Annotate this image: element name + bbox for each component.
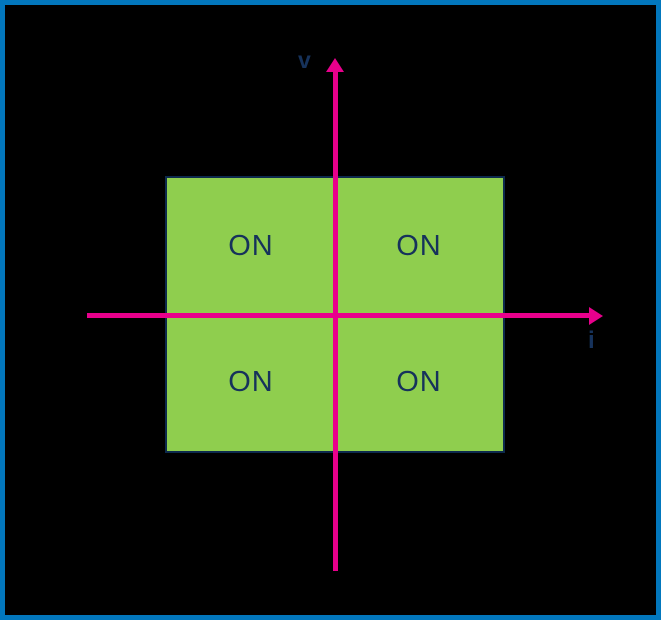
- vertical-axis: [333, 71, 338, 571]
- horizontal-axis: [87, 313, 589, 318]
- quadrant-top-left: ON: [167, 178, 335, 315]
- vertical-axis-label: v: [298, 47, 311, 73]
- horizontal-axis-label: i: [588, 327, 595, 354]
- quadrant-bottom-right: ON: [335, 315, 503, 452]
- quadrant-top-right: ON: [335, 178, 503, 315]
- up-arrowhead-icon: [326, 58, 344, 72]
- quadrant-label: ON: [396, 366, 442, 399]
- right-arrowhead-icon: [589, 307, 603, 325]
- quadrant-bottom-left: ON: [167, 315, 335, 452]
- quadrant-label: ON: [396, 229, 442, 262]
- quadrant-label: ON: [228, 229, 274, 262]
- quadrant-label: ON: [228, 366, 274, 399]
